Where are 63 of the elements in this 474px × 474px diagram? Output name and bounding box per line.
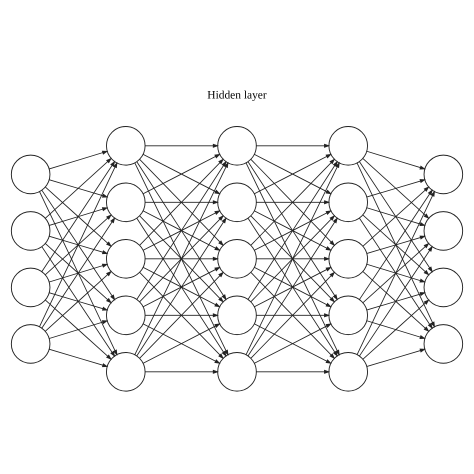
arrow (44, 214, 112, 276)
node-circle (10, 324, 50, 364)
arrow (39, 162, 118, 328)
arrow (256, 313, 330, 318)
node-circle (10, 154, 50, 194)
arrow (144, 370, 219, 374)
arrow (366, 207, 426, 226)
arrow (256, 370, 330, 374)
arrow (362, 186, 430, 247)
arrow (362, 271, 430, 332)
arrow (142, 266, 221, 308)
arrow (256, 144, 330, 148)
arrow (142, 210, 221, 251)
arrow (366, 150, 426, 170)
arrow (48, 320, 108, 339)
arrow (254, 154, 332, 194)
arrow (42, 190, 116, 301)
arrow (366, 292, 426, 310)
arrow (362, 299, 430, 360)
arrow (49, 348, 108, 368)
arrow (366, 320, 426, 340)
label: Hidden layer (207, 89, 267, 102)
arrow (362, 214, 430, 276)
arrow (359, 189, 433, 300)
arrow (44, 270, 112, 332)
arrow (48, 264, 108, 282)
arrow (44, 300, 112, 360)
node-circle (10, 268, 50, 308)
arrow (356, 162, 435, 328)
arrow (42, 217, 116, 328)
arrow (48, 207, 108, 226)
arrow (366, 236, 426, 254)
arrow (44, 186, 112, 247)
arrow (144, 256, 219, 261)
arrow (142, 154, 221, 194)
arrow (144, 144, 219, 148)
arrow (254, 323, 332, 364)
arrow (356, 190, 435, 356)
arrow (256, 256, 330, 261)
arrow (359, 218, 433, 330)
arrow (366, 179, 426, 198)
arrow (256, 200, 330, 204)
arrow (359, 246, 433, 356)
arrow (254, 266, 332, 308)
arrow (44, 243, 112, 304)
arrow (359, 161, 433, 273)
arrow (362, 158, 430, 219)
arrow (48, 150, 108, 170)
arrow (49, 236, 108, 254)
arrow (44, 158, 112, 219)
arrow (366, 264, 426, 283)
node-circle (10, 211, 50, 251)
arrow (42, 246, 116, 358)
arrow (49, 179, 108, 198)
arrow (39, 191, 118, 356)
arrow (366, 348, 426, 367)
arrow (254, 210, 332, 251)
arrow (144, 313, 219, 318)
arrow (49, 292, 108, 311)
arrow (144, 200, 219, 204)
arrow (142, 323, 221, 364)
arrow (362, 242, 430, 304)
arrow (42, 160, 116, 272)
